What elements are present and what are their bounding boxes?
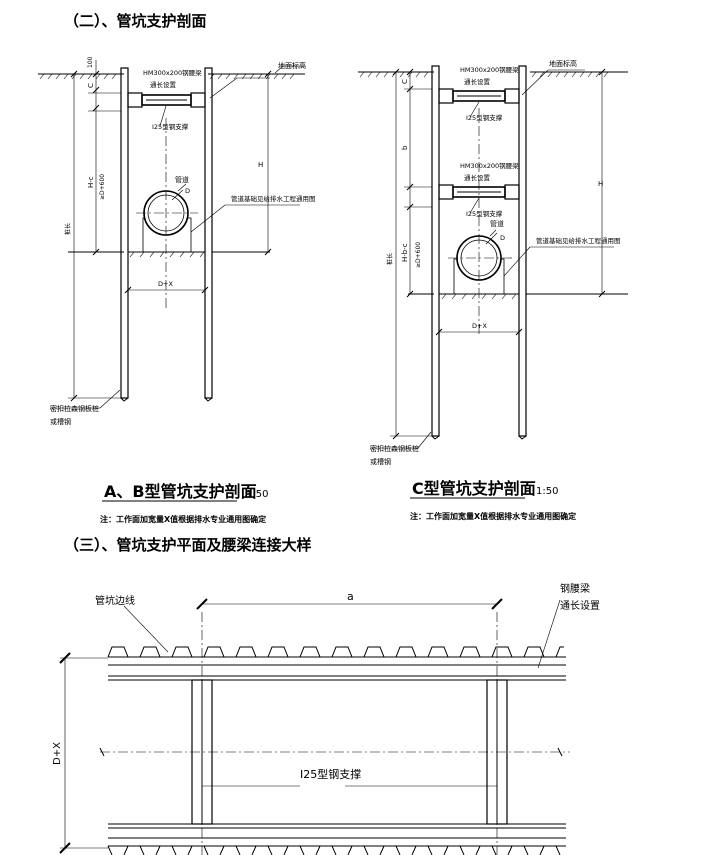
ground-level-label-right: 地面标高 xyxy=(549,59,577,68)
dx-label: D+X xyxy=(158,280,173,288)
dim-h-right: H xyxy=(598,180,603,188)
strut-label-lower: I25型钢支撑 xyxy=(466,209,503,218)
plan-view: 管坑边线 a 钢腰梁 通长设置 I25型钢支撑 D+X xyxy=(52,582,600,855)
dim-c-right: C xyxy=(401,79,409,84)
plan-waler-sub: 通长设置 xyxy=(560,600,600,612)
waler-sub-label: 通长设置 xyxy=(150,80,177,89)
pile-label-2: 或槽钢 xyxy=(50,417,71,426)
ground-level-label: 地面标高 xyxy=(278,61,306,70)
section-heading-3: （三）、管坑支护平面及腰梁连接大样 xyxy=(64,536,312,554)
waler-lower-right xyxy=(504,184,520,200)
plan-dim-a: a xyxy=(347,590,354,603)
dx-label-right: D+X xyxy=(472,322,487,330)
waler-sub-lower: 通长设置 xyxy=(464,173,491,182)
strut xyxy=(141,94,192,106)
sheet-pile-right-c xyxy=(518,65,527,437)
pipe-label-right: 管道 xyxy=(490,219,504,228)
waler-upper-right xyxy=(504,88,520,104)
waler-right xyxy=(190,92,206,108)
c-section-scale: 1:50 xyxy=(536,486,558,497)
pile-label-1: 密扣拉森钢板桩 xyxy=(50,404,99,413)
pipe-label: 管道 xyxy=(175,175,189,184)
plan-strut-label: I25型钢支撑 xyxy=(300,767,361,781)
dim-b: b xyxy=(401,145,409,150)
waler-lower-left xyxy=(438,184,454,200)
strut-label: I25型钢支撑 xyxy=(152,122,189,131)
waler-upper-left xyxy=(438,88,454,104)
d-label-right: D xyxy=(500,234,505,242)
strut-upper xyxy=(452,90,506,102)
pile-label-2-right: 或槽钢 xyxy=(370,457,391,466)
plan-bottom-sheet-pile xyxy=(107,845,561,855)
dim-pile-length: 桩长 xyxy=(64,223,72,235)
plan-top-sheet-pile xyxy=(107,646,564,658)
sheet-pile-right xyxy=(204,67,213,399)
waler-label-upper: HM300x200钢腰梁 xyxy=(460,65,519,74)
dim-c: C xyxy=(87,83,95,88)
dim-100: 100 xyxy=(87,56,94,68)
c-section-title: C型管坑支护剖面 xyxy=(412,479,536,498)
waler-sub-upper: 通长设置 xyxy=(464,77,491,86)
plan-dx-label: D+X xyxy=(52,742,63,765)
d-label: D xyxy=(185,187,190,195)
c-type-section: C b H-b-c ≥D+600 H 桩长 地面标高 HM300x200钢腰梁 … xyxy=(358,59,628,521)
dim-h: H xyxy=(258,161,263,169)
waler-label-lower: HM300x200钢腰梁 xyxy=(460,161,519,170)
waler-left xyxy=(127,92,143,108)
dim-ge-d600-right: ≥D+600 xyxy=(415,242,422,268)
foundation-label-right: 管道基础见给排水工程通用图 xyxy=(536,236,621,245)
strut-label-upper: I25型钢支撑 xyxy=(466,113,503,122)
dim-h-minus-c: H-c xyxy=(87,176,95,188)
plan-edge-label: 管坑边线 xyxy=(95,594,135,607)
dim-h-b-c: H-b-c xyxy=(401,243,409,262)
ab-section-note: 注：工作面加宽量X值根据排水专业通用图确定 xyxy=(100,514,266,524)
sheet-pile-left-c xyxy=(431,65,440,437)
plan-waler-label: 钢腰梁 xyxy=(560,582,590,595)
dim-pile-length-right: 桩长 xyxy=(386,253,394,265)
pile-label-1-right: 密扣拉森钢板桩 xyxy=(370,444,419,453)
ab-section-title: A、B型管坑支护剖面 xyxy=(104,482,257,501)
dim-ge-d600: ≥D+600 xyxy=(99,174,106,200)
c-section-note: 注：工作面加宽量X值根据排水专业通用图确定 xyxy=(410,511,576,521)
section-heading-2: （二）、管坑支护剖面 xyxy=(64,12,207,30)
sheet-pile-left xyxy=(120,67,129,399)
ab-section-scale: 1:50 xyxy=(246,489,268,500)
ab-type-section: 100 C H-c ≥D+600 H 桩长 地面标高 HM300x200钢腰梁 … xyxy=(38,56,316,524)
foundation-label: 管道基础见给排水工程通用图 xyxy=(231,194,316,203)
waler-label: HM300x200钢腰梁 xyxy=(143,68,202,77)
